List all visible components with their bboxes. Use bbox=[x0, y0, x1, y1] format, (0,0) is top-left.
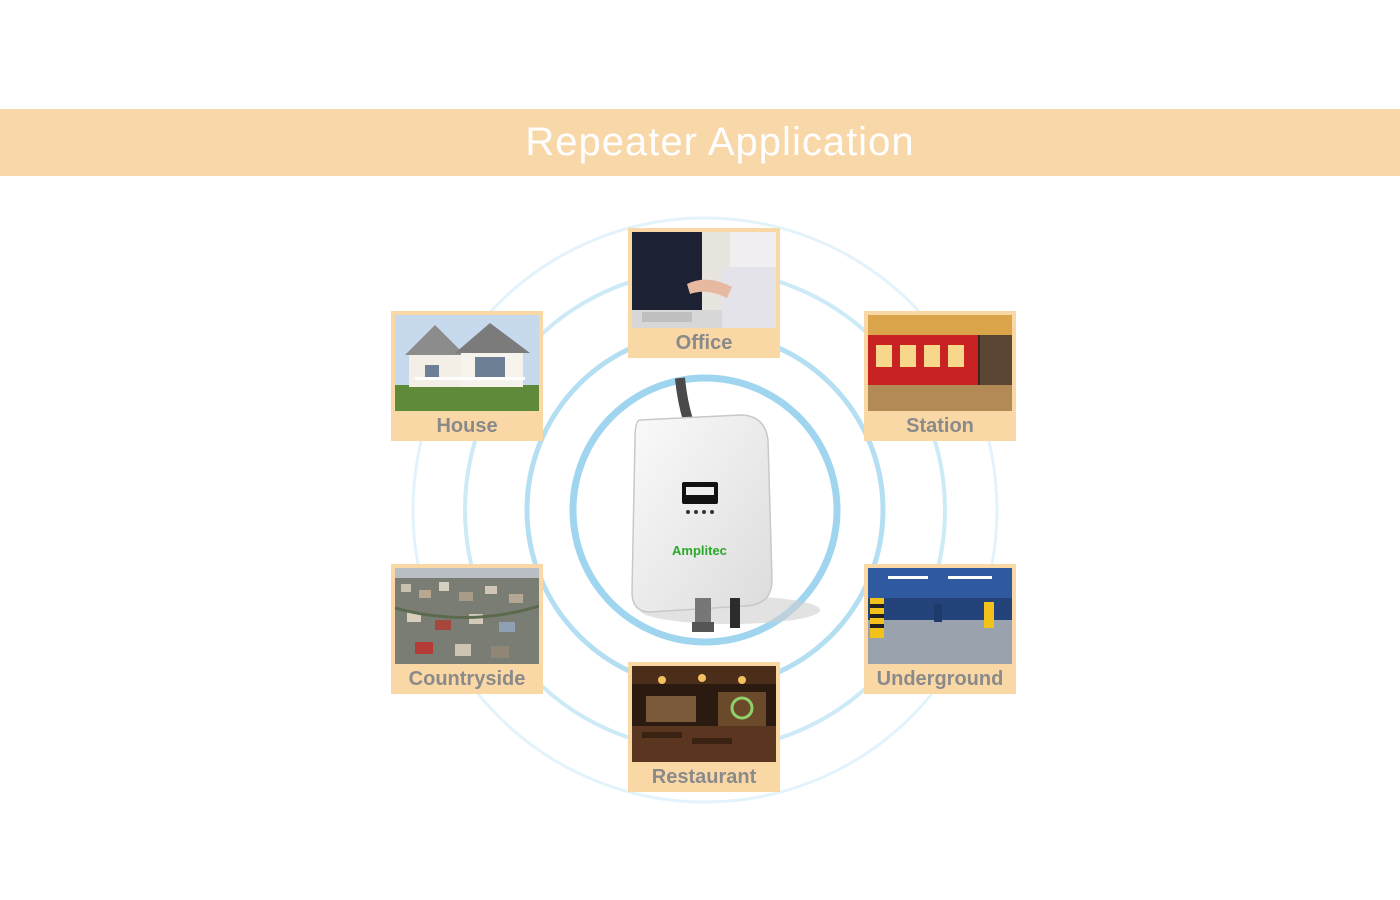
tile-label-office: Office bbox=[675, 332, 733, 354]
countryside-town-icon bbox=[395, 568, 539, 664]
repeater-device-image: Amplitec bbox=[631, 377, 820, 632]
house-icon bbox=[395, 315, 539, 411]
device-brand: Amplitec bbox=[672, 543, 727, 558]
tile-label-underground: Underground bbox=[876, 668, 1004, 690]
office-handshake-icon bbox=[632, 232, 776, 328]
application-tile-restaurant: Restaurant bbox=[628, 662, 780, 792]
tile-label-restaurant: Restaurant bbox=[651, 766, 757, 788]
application-tile-countryside: Countryside bbox=[391, 564, 543, 694]
tile-label-countryside: Countryside bbox=[408, 668, 526, 690]
application-tile-office: Office bbox=[628, 228, 780, 358]
page-title: Repeater Application bbox=[525, 120, 915, 164]
tile-label-house: House bbox=[436, 415, 498, 437]
train-station-icon bbox=[868, 315, 1012, 411]
application-tile-underground: Underground bbox=[864, 564, 1016, 694]
header-banner: Repeater Application bbox=[0, 109, 1400, 176]
application-tile-station: Station bbox=[864, 311, 1016, 441]
restaurant-interior-icon bbox=[632, 666, 776, 762]
underground-parking-icon bbox=[868, 568, 1012, 664]
tile-label-station: Station bbox=[906, 415, 974, 437]
application-tile-house: House bbox=[391, 311, 543, 441]
